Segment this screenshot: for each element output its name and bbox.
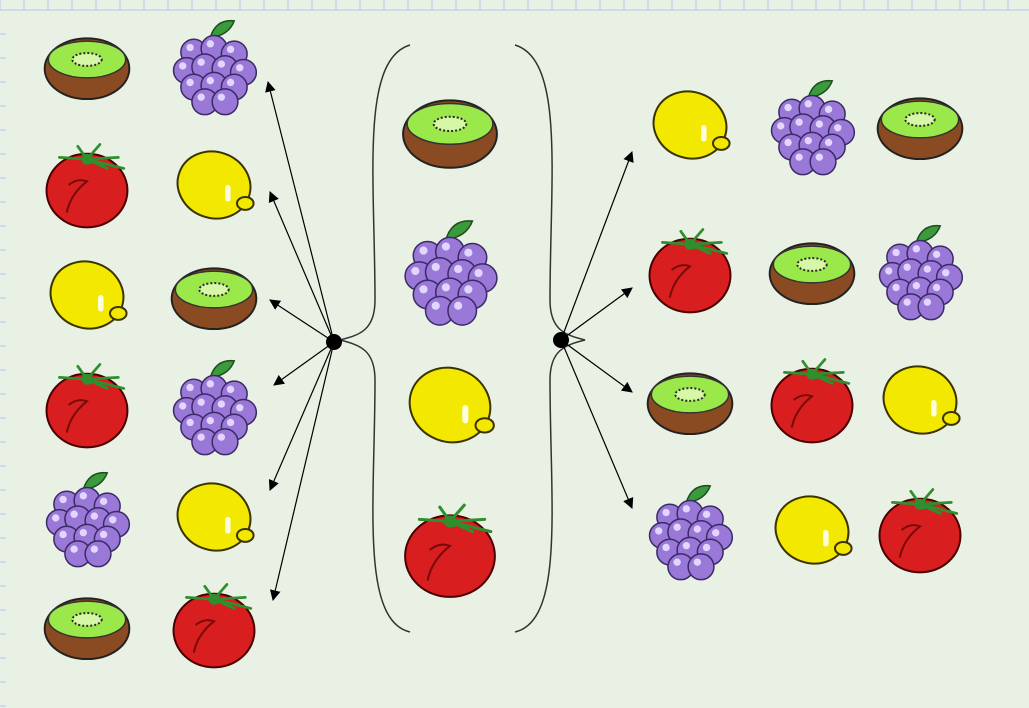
- center-kiwi-icon: [403, 100, 497, 167]
- right-tomato-icon: [880, 490, 961, 573]
- right-kiwi-icon: [770, 243, 855, 304]
- left-tomato-icon: [174, 585, 255, 668]
- left-kiwi-icon: [172, 268, 257, 329]
- center-tomato-icon: [405, 505, 495, 597]
- left-tomato-icon: [47, 145, 128, 228]
- right-node: [553, 332, 569, 348]
- left-kiwi-icon: [45, 598, 130, 659]
- right-kiwi-icon: [878, 98, 963, 159]
- right-kiwi-icon: [648, 373, 733, 434]
- left-kiwi-icon: [45, 38, 130, 99]
- right-tomato-icon: [772, 360, 853, 443]
- left-tomato-icon: [47, 365, 128, 448]
- left-node: [326, 334, 342, 350]
- right-tomato-icon: [650, 230, 731, 313]
